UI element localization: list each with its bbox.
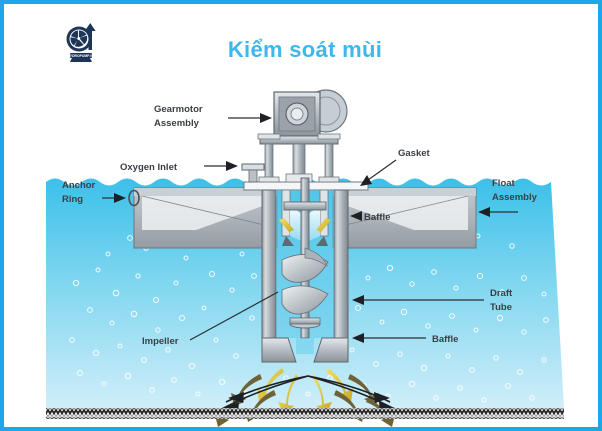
svg-text:Ring: Ring [62,194,83,205]
svg-text:Impeller: Impeller [142,336,179,347]
aerator-diagram: Gearmotor Assembly Oxygen Inlet Anchor R… [46,78,564,427]
svg-text:Anchor: Anchor [62,180,96,191]
label-anchor-ring: Anchor Ring [62,180,126,205]
svg-text:Assembly: Assembly [154,118,200,129]
page-title: Kiểm soát mùi [227,37,383,62]
svg-text:Baffle: Baffle [364,212,390,223]
svg-text:Oxygen Inlet: Oxygen Inlet [120,162,178,173]
label-gearmotor-assembly: Gearmotor Assembly [154,104,272,129]
svg-text:Tube: Tube [490,302,512,313]
label-oxygen-inlet: Oxygen Inlet [120,161,238,173]
float-assembly-body [133,187,477,249]
label-baffle-upper: Baffle [350,211,390,223]
svg-text:Draft: Draft [490,288,513,299]
label-baffle-lower: Baffle [352,333,458,345]
anchor-ring-shape [128,189,140,207]
svg-text:Baffle: Baffle [432,334,458,345]
svg-text:Gasket: Gasket [398,148,431,159]
label-gasket: Gasket [360,148,431,186]
label-float-assembly: Float Assembly [478,178,538,217]
draft-tube-shape [261,177,349,363]
sediment-bed [46,408,564,419]
svg-text:Gearmotor: Gearmotor [154,104,203,115]
oxygen-inlet-shape [241,163,265,183]
svg-text:HYDROPUMP.VN: HYDROPUMP.VN [67,54,95,58]
pump-swirl-logo: HYDROPUMP.VN [62,22,106,66]
svg-text:Assembly: Assembly [492,192,538,203]
gearmotor-assembly-shape [257,89,348,183]
label-draft-tube: Draft Tube [352,288,513,313]
label-impeller: Impeller [142,291,279,347]
svg-text:Float: Float [492,178,516,189]
bottom-sweep-arrows [219,375,397,413]
